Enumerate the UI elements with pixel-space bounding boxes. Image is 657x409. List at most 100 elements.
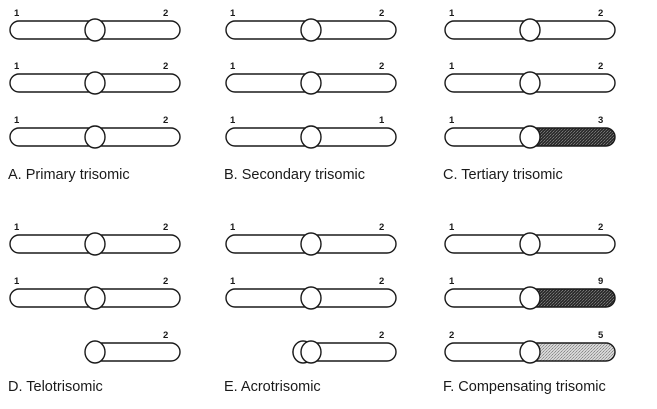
left-arm-label: 1 — [14, 115, 20, 126]
right-arm-label: 2 — [163, 8, 168, 19]
panel-caption: C. Tertiary trisomic — [443, 167, 563, 183]
right-arm-label: 2 — [379, 61, 384, 72]
chromosome-outline — [444, 342, 616, 362]
right-arm-label: 2 — [379, 330, 384, 341]
chromosome-outline — [444, 20, 616, 40]
left-arm-label: 1 — [230, 8, 236, 19]
chromosome-outline — [225, 20, 397, 40]
panel-caption: A. Primary trisomic — [8, 167, 130, 183]
panel-caption: F. Compensating trisomic — [443, 379, 606, 395]
centromere — [84, 125, 106, 149]
centromere — [519, 125, 541, 149]
right-arm-label: 2 — [379, 222, 384, 233]
left-arm-label: 1 — [449, 8, 455, 19]
chromosome-outline — [444, 288, 616, 308]
chromosome-outline — [9, 127, 181, 147]
left-arm-label: 1 — [449, 115, 455, 126]
right-arm-label: 9 — [598, 276, 603, 287]
chromosome-outline — [444, 127, 616, 147]
right-arm-label: 2 — [379, 276, 384, 287]
left-arm-label: 1 — [230, 222, 236, 233]
chromosome-outline — [225, 234, 397, 254]
chromosome-outline — [225, 73, 397, 93]
right-arm-label: 2 — [163, 330, 168, 341]
translocated-segment — [530, 128, 615, 146]
left-arm-label: 1 — [449, 61, 455, 72]
left-arm-label: 1 — [449, 276, 455, 287]
right-arm-label: 2 — [163, 276, 168, 287]
panel-caption: B. Secondary trisomic — [224, 167, 365, 183]
right-arm-label: 2 — [598, 8, 603, 19]
panel-caption: D. Telotrisomic — [8, 379, 103, 395]
left-arm-label: 1 — [449, 222, 455, 233]
chromosome-outline — [225, 288, 397, 308]
chromosome-outline — [444, 73, 616, 93]
centromere — [84, 71, 106, 95]
right-arm-label: 2 — [379, 8, 384, 19]
right-arm-label: 2 — [163, 115, 168, 126]
centromere — [519, 340, 541, 364]
left-arm-label: 1 — [14, 276, 20, 287]
centromere — [519, 232, 541, 256]
left-arm-label: 1 — [14, 222, 20, 233]
chromosome-e-3: 2 — [292, 330, 397, 364]
left-arm-label: 1 — [230, 276, 236, 287]
left-arm-label: 1 — [230, 61, 236, 72]
centromere — [84, 18, 106, 42]
right-arm-label: 2 — [598, 61, 603, 72]
centromere — [300, 232, 322, 256]
chromosome-outline — [225, 127, 397, 147]
right-arm-label: 2 — [598, 222, 603, 233]
chromosome-d-3: 2 — [84, 330, 181, 364]
right-arm-label: 3 — [598, 115, 603, 126]
translocated-segment — [530, 343, 615, 361]
centromere — [300, 125, 322, 149]
centromere — [300, 18, 322, 42]
left-arm-label: 2 — [449, 330, 454, 341]
left-arm-label: 1 — [14, 8, 20, 19]
centromere — [519, 286, 541, 310]
left-arm-label: 1 — [230, 115, 236, 126]
centromere — [84, 232, 106, 256]
chromosome-outline — [444, 234, 616, 254]
centromere — [84, 286, 106, 310]
left-arm-label: 1 — [14, 61, 20, 72]
panel-caption: E. Acrotrisomic — [224, 379, 321, 395]
right-arm-label: 2 — [163, 61, 168, 72]
centromere — [519, 18, 541, 42]
right-arm-label: 2 — [163, 222, 168, 233]
centromere — [519, 71, 541, 95]
chromosome-outline — [9, 73, 181, 93]
translocated-segment — [530, 289, 615, 307]
chromosome-outline — [9, 234, 181, 254]
centromere — [300, 71, 322, 95]
centromere — [300, 340, 322, 364]
chromosome-outline — [9, 20, 181, 40]
centromere — [84, 340, 106, 364]
chromosome-outline — [9, 288, 181, 308]
chromosome-outline — [95, 342, 181, 362]
